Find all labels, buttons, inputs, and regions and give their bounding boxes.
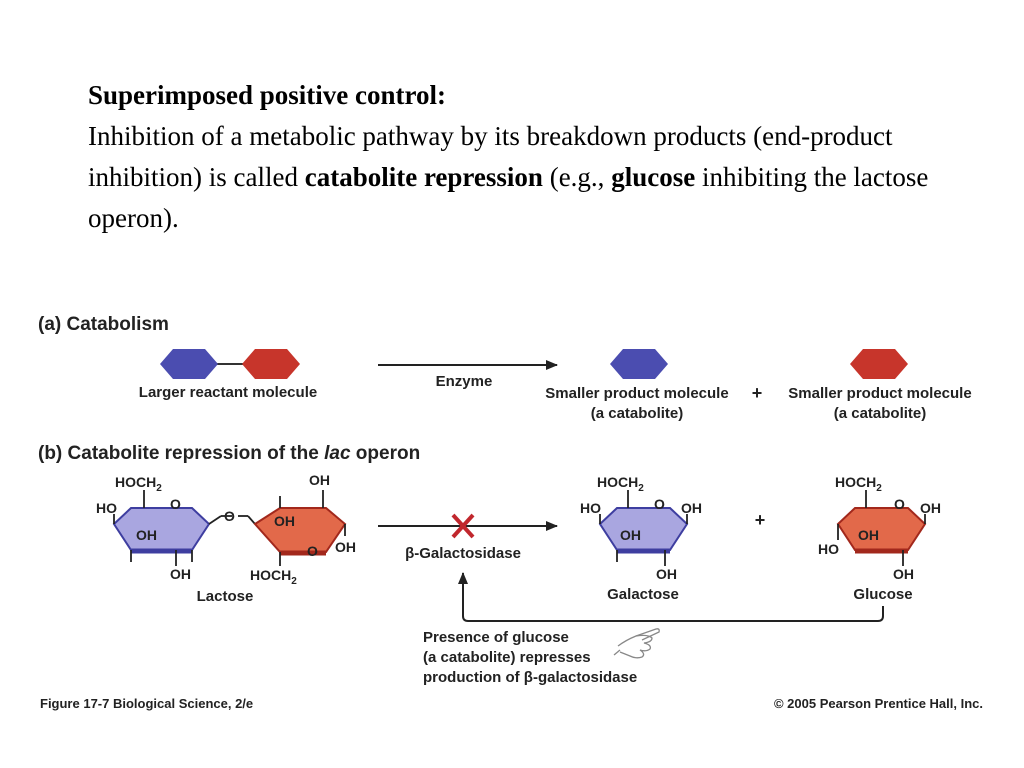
galactose-ho: HO bbox=[580, 500, 601, 516]
product1-label: Smaller product molecule bbox=[545, 385, 728, 402]
product2-sublabel: (a catabolite) bbox=[834, 405, 927, 422]
product1-sublabel: (a catabolite) bbox=[591, 405, 684, 422]
lactose-glucose-hoch2: HOCH2 bbox=[250, 567, 297, 587]
slide-paragraph: Inhibition of a metabolic pathway by its… bbox=[88, 116, 968, 239]
galactose-ring-o: O bbox=[654, 496, 665, 512]
red-hexagon bbox=[242, 349, 300, 379]
enzyme-label: Enzyme bbox=[436, 373, 493, 390]
panel-b-plus: + bbox=[755, 510, 766, 530]
slide-text: Superimposed positive control: Inhibitio… bbox=[88, 78, 968, 239]
note-line-1: Presence of glucose bbox=[423, 629, 569, 646]
blue-hexagon bbox=[160, 349, 218, 379]
lactose-galactose-ring bbox=[112, 490, 232, 566]
glucose-ho: HO bbox=[818, 541, 839, 557]
lactose-ho: HO bbox=[96, 500, 117, 516]
reactant-label: Larger reactant molecule bbox=[139, 384, 317, 401]
glucose-ring bbox=[836, 490, 927, 566]
blocked-cross-icon bbox=[451, 513, 475, 539]
glucose-oh-bottom: OH bbox=[893, 566, 914, 582]
reactant-molecule bbox=[160, 349, 300, 379]
glucose-oh-inner: OH bbox=[858, 527, 879, 543]
galactose-ring bbox=[598, 490, 689, 566]
beta-galactosidase-label: β-Galactosidase bbox=[405, 545, 521, 562]
lactose-ring-o1: O bbox=[170, 496, 181, 512]
lactose-label: Lactose bbox=[197, 588, 254, 605]
copyright-caption: © 2005 Pearson Prentice Hall, Inc. bbox=[774, 696, 983, 711]
para-bold-glucose: glucose bbox=[611, 162, 696, 192]
para-text-3: inhibiting the lactose operon). bbox=[88, 162, 929, 233]
glucose-ring-o: O bbox=[894, 496, 905, 512]
para-text-1: Inhibition of a metabolic pathway by its… bbox=[88, 121, 893, 192]
para-bold-catabolite-repression: catabolite repression bbox=[304, 162, 543, 192]
glucose-label: Glucose bbox=[853, 586, 912, 603]
galactose-label: Galactose bbox=[607, 586, 679, 603]
lactose-bridge-o: O bbox=[224, 508, 235, 524]
lactose-glucose-oh-right: OH bbox=[335, 539, 356, 555]
figure-caption: Figure 17-7 Biological Science, 2/e bbox=[40, 696, 253, 711]
lactose-glucose-ring bbox=[238, 490, 347, 566]
repression-feedback-arrow bbox=[458, 572, 884, 622]
note-line-2: (a catabolite) represses bbox=[423, 649, 591, 666]
glucose-oh-right: OH bbox=[920, 500, 941, 516]
para-text-2: (e.g., bbox=[542, 162, 612, 192]
lactose-glucose-oh-inner: OH bbox=[274, 513, 295, 529]
panel-a-title: (a) Catabolism bbox=[38, 314, 169, 335]
product2-label: Smaller product molecule bbox=[788, 385, 971, 402]
galactose-oh-bottom: OH bbox=[656, 566, 677, 582]
panel-a-plus: + bbox=[752, 383, 763, 403]
product-blue-hexagon bbox=[610, 349, 668, 379]
galactose-oh-right: OH bbox=[681, 500, 702, 516]
panel-b-title: (b) Catabolite repression of the lac ope… bbox=[38, 443, 420, 464]
lactose-hoch2: HOCH2 bbox=[115, 474, 162, 494]
galactose-oh-inner: OH bbox=[620, 527, 641, 543]
lactose-glucose-oh-top: OH bbox=[309, 472, 330, 488]
note-line-3: production of β-galactosidase bbox=[423, 669, 637, 686]
lactose-oh-bottom: OH bbox=[170, 566, 191, 582]
pointing-hand-icon bbox=[613, 628, 660, 659]
lactose-oh-inner: OH bbox=[136, 527, 157, 543]
slide-heading: Superimposed positive control: bbox=[88, 80, 447, 110]
lactose-glucose-ring-o: O bbox=[307, 543, 318, 559]
product-red-hexagon bbox=[850, 349, 908, 379]
glucose-hoch2: HOCH2 bbox=[835, 474, 882, 494]
galactose-hoch2: HOCH2 bbox=[597, 474, 644, 494]
